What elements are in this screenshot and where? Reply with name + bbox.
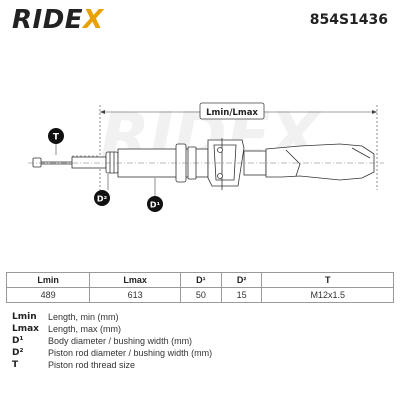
legend-key: Lmin — [12, 312, 37, 322]
spec-table-header-row: Lmin Lmax D¹ D² T — [5, 272, 394, 288]
legend-item: D² Piston rod diameter / bushing width (… — [12, 347, 392, 359]
spec-header-d2: D² — [220, 272, 263, 288]
spec-table: Lmin Lmax D¹ D² T 489 613 50 15 M12x1.5 — [5, 272, 394, 303]
legend-item: Lmin Length, min (mm) — [12, 311, 392, 323]
legend-desc: Piston rod thread size — [48, 360, 136, 370]
brand-logo-x: X — [83, 5, 104, 35]
part-number: 854S1436 — [309, 12, 388, 28]
shock-absorber-diagram: RIDEX Lmin/Lmax — [28, 100, 384, 212]
length-label: Lmin/Lmax — [206, 108, 258, 118]
spec-header-d1: D¹ — [179, 272, 222, 288]
spec-table-value-row: 489 613 50 15 M12x1.5 — [5, 287, 394, 303]
legend-key: D¹ — [12, 336, 24, 346]
callout-d1 — [147, 196, 163, 212]
legend-item: D¹ Body diameter / bushing width (mm) — [12, 335, 392, 347]
spec-value-lmin: 489 — [5, 287, 91, 303]
callout-d2-label: D² — [97, 195, 108, 204]
spec-value-lmax: 613 — [89, 287, 181, 303]
legend: Lmin Length, min (mm) Lmax Length, max (… — [12, 311, 392, 371]
length-label-box — [199, 102, 265, 120]
callout-d2 — [94, 190, 110, 206]
legend-key: T — [12, 360, 19, 370]
legend-key: D² — [12, 348, 24, 358]
brand-logo-text: RIDE — [12, 5, 84, 35]
legend-desc: Length, min (mm) — [48, 312, 119, 322]
legend-key: Lmax — [12, 324, 39, 334]
callout-d1-label: D¹ — [150, 201, 161, 210]
callout-t — [48, 128, 64, 144]
header: RIDEX 854S1436 — [0, 0, 400, 40]
spec-value-d2: 15 — [220, 287, 263, 303]
legend-item: Lmax Length, max (mm) — [12, 323, 392, 335]
legend-desc: Length, max (mm) — [48, 324, 122, 334]
legend-item: T Piston rod thread size — [12, 359, 392, 371]
spec-header-t: T — [261, 272, 394, 288]
spec-value-d1: 50 — [179, 287, 222, 303]
brand-logo: RIDEX — [12, 7, 104, 33]
spec-header-lmax: Lmax — [89, 272, 181, 288]
legend-desc: Body diameter / bushing width (mm) — [48, 336, 193, 346]
spec-value-t: M12x1.5 — [261, 287, 394, 303]
callout-t-label: T — [53, 133, 60, 143]
thread-dimension — [55, 144, 100, 157]
legend-desc: Piston rod diameter / bushing width (mm) — [48, 348, 213, 358]
spec-header-lmin: Lmin — [5, 272, 91, 288]
